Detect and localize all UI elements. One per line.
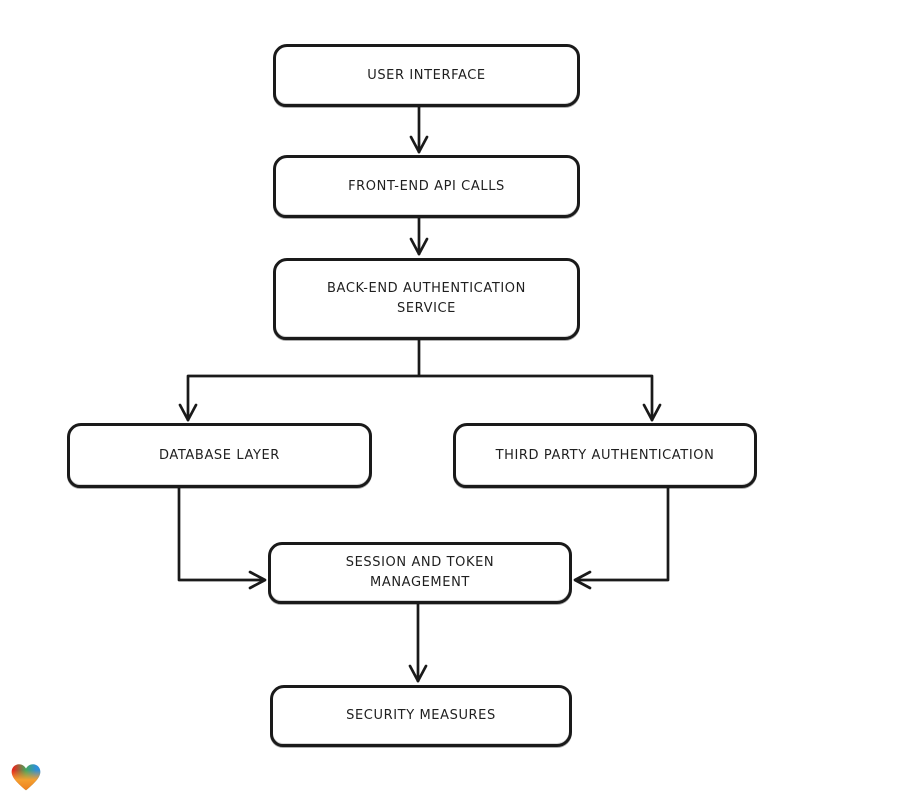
edge-user-interface-to-front-end-api-calls <box>409 105 429 154</box>
heart-gradient-icon <box>11 764 41 791</box>
node-label: DATABASE LAYER <box>159 447 280 463</box>
node-label: BACK-END AUTHENTICATION SERVICE <box>327 279 526 319</box>
arrowhead-down-icon <box>408 664 428 683</box>
arrowhead-down-icon <box>178 403 198 422</box>
node-label-line-1: SESSION AND TOKEN <box>345 555 495 570</box>
edge-back-end-auth-branch <box>178 338 662 422</box>
node-front-end-api-calls: FRONT-END API CALLS <box>273 155 580 218</box>
arrowhead-down-icon <box>409 135 429 154</box>
node-database-layer: DATABASE LAYER <box>67 423 372 488</box>
edge-session-to-security-measures <box>408 602 428 683</box>
arrowhead-left-icon <box>573 570 592 590</box>
arrowhead-down-icon <box>409 237 429 256</box>
node-label-line-1: BACK-END AUTHENTICATION <box>327 281 526 296</box>
node-back-end-authentication-service: BACK-END AUTHENTICATION SERVICE <box>273 258 580 340</box>
arrowhead-down-icon <box>642 403 662 422</box>
node-security-measures: SECURITY MEASURES <box>270 685 572 747</box>
node-session-and-token-management: SESSION AND TOKEN MANAGEMENT <box>268 542 572 604</box>
brand-watermark <box>9 761 43 795</box>
node-label: SECURITY MEASURES <box>346 708 496 723</box>
node-label: FRONT-END API CALLS <box>348 178 505 194</box>
edge-database-layer-to-session <box>177 486 267 590</box>
node-label-line-2: MANAGEMENT <box>370 575 470 590</box>
node-label: SESSION AND TOKEN MANAGEMENT <box>346 553 495 593</box>
node-label: THIRD PARTY AUTHENTICATION <box>495 447 715 463</box>
node-label-line-2: SERVICE <box>396 301 456 316</box>
arrowhead-right-icon <box>248 570 267 590</box>
edge-front-end-api-calls-to-back-end-auth <box>409 216 429 256</box>
edge-third-party-auth-to-session <box>573 486 670 590</box>
node-user-interface: USER INTERFACE <box>273 44 580 107</box>
node-third-party-authentication: THIRD PARTY AUTHENTICATION <box>453 423 757 488</box>
node-label: USER INTERFACE <box>367 67 486 83</box>
